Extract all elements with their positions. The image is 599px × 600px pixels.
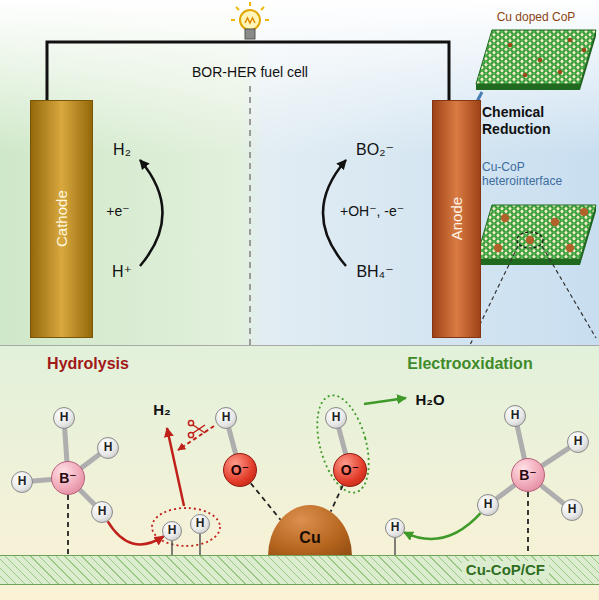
hydrogen-atom: H	[97, 437, 119, 459]
label: H₂O	[415, 391, 444, 409]
contact-line	[171, 541, 173, 555]
chemical-bond	[339, 429, 346, 454]
contact-line	[251, 483, 281, 520]
node-text: O⁻	[341, 462, 359, 478]
hydrogen-pair-ring	[152, 508, 220, 546]
anode-electrode: Anode	[432, 100, 481, 338]
cudoped-cop-sheet	[476, 30, 596, 90]
node-text: H	[196, 517, 205, 531]
node-text: O⁻	[231, 462, 249, 478]
hydrogen-atom: H	[53, 407, 75, 429]
hydrogen-atom: H	[504, 405, 526, 427]
hydrogen-atom: H	[190, 514, 210, 534]
zoom-line	[542, 246, 596, 338]
contact-line	[199, 534, 201, 555]
node-text: H	[98, 505, 107, 519]
node-text: Cu-CoP/CF	[462, 561, 549, 578]
scissors-symbol	[188, 420, 205, 437]
label: Cu-CoP heterointerface	[482, 160, 594, 189]
boron-atom: B⁻	[511, 458, 545, 492]
node-text: H	[484, 498, 493, 512]
label: +e⁻	[106, 203, 129, 220]
hydroxide-ring	[308, 390, 378, 498]
membrane-line	[249, 86, 251, 345]
label: BH₄⁻	[356, 262, 393, 281]
label: +OH⁻, -e⁻	[340, 203, 404, 220]
node-text: H	[222, 411, 231, 425]
hydrogen-atom: H	[11, 471, 33, 493]
hydrogen-atom: H	[325, 407, 347, 429]
chemical-bond	[229, 429, 236, 454]
hydrogen-atom: H	[561, 499, 583, 521]
chemical-bond	[517, 427, 524, 459]
interface-panel	[0, 345, 599, 600]
transfer-arrow	[108, 521, 164, 544]
label: BO₂⁻	[356, 140, 394, 159]
node-text: H	[511, 409, 520, 423]
chemical-bond	[82, 455, 100, 468]
hydrogen-atom: H	[215, 407, 237, 429]
label: Hydrolysis	[47, 354, 129, 373]
contact-line	[394, 538, 396, 555]
node-text: B⁻	[519, 467, 537, 483]
light-bulb	[231, 2, 269, 39]
chemical-bond	[80, 490, 94, 504]
chemical-bond	[65, 429, 67, 461]
heterointerface-sheet	[476, 205, 596, 265]
oxygen-atom: O⁻	[333, 453, 367, 487]
node-text: Cu	[299, 529, 320, 547]
node-text: Cathode	[53, 191, 70, 248]
hydrogen-atom: H	[567, 431, 589, 453]
hydrogen-atom: H	[162, 521, 182, 541]
chemical-bond	[541, 486, 563, 504]
label: H₂	[113, 140, 131, 159]
cathode-electrode: Cathode	[30, 100, 93, 338]
oxygen-atom: O⁻	[223, 453, 257, 487]
node-text: H	[391, 521, 400, 535]
node-text: B⁻	[59, 470, 77, 486]
label: H⁺	[112, 262, 132, 281]
hydrogen-atom: H	[91, 501, 113, 523]
cell-background-fade	[0, 0, 599, 345]
contact-line	[527, 492, 529, 555]
node-text: H	[568, 503, 577, 517]
transfer-arrow	[404, 513, 481, 539]
chemical-bond	[33, 480, 51, 482]
node-text: H	[574, 435, 583, 449]
node-text: H	[60, 411, 69, 425]
water-formation-arrow	[364, 398, 406, 404]
boron-atom: B⁻	[51, 461, 85, 495]
hydrogen-atom: H	[477, 494, 499, 516]
node-text: H	[104, 441, 113, 455]
substrate-band: Cu-CoP/CF	[0, 555, 599, 585]
node-text: H	[332, 411, 341, 425]
cell-background	[0, 0, 599, 345]
hydrogen-atom: H	[385, 518, 405, 538]
copper-dome: Cu	[268, 505, 352, 556]
contact-line	[67, 495, 69, 555]
node-text: H	[168, 524, 177, 538]
contact-line	[331, 485, 343, 511]
label: BOR-HER fuel cell	[192, 64, 308, 81]
panel-border	[0, 345, 599, 346]
external-wire	[47, 42, 449, 100]
label: Electrooxidation	[407, 354, 532, 373]
label: H₂	[153, 401, 171, 419]
hydrogen-release-arrow	[167, 428, 184, 506]
label: Chemical Reduction	[482, 104, 594, 138]
chemical-bond	[542, 448, 569, 466]
node-text: Anode	[448, 197, 465, 240]
chemical-bond	[497, 485, 515, 498]
label: Cu doped CoP	[497, 10, 576, 24]
reaction-arrow	[140, 160, 163, 266]
node-text: H	[18, 475, 27, 489]
blocked-path-arrow	[178, 426, 214, 450]
